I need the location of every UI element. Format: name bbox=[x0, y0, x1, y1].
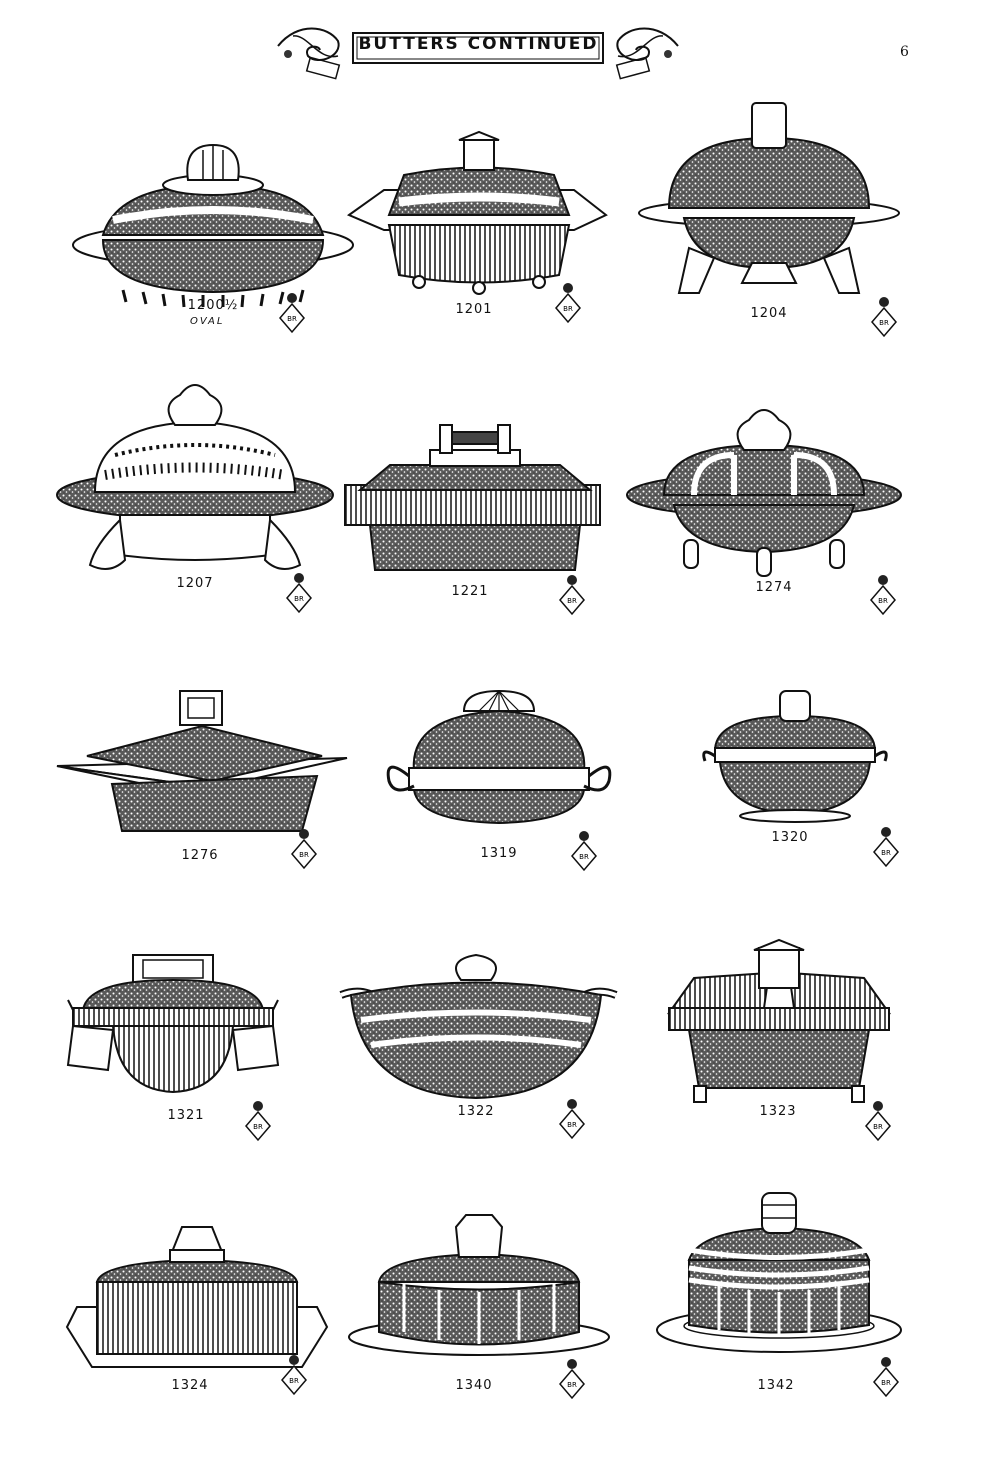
svg-text:BR: BR bbox=[289, 1377, 299, 1385]
page-title: BUTTERS CONTINUED bbox=[358, 34, 599, 54]
catalog-item: 1204 BR bbox=[634, 98, 904, 338]
butter-dish-illustration bbox=[666, 938, 892, 1103]
maker-mark-icon: BR bbox=[279, 293, 305, 334]
catalog-item: 1340 BR bbox=[344, 1212, 624, 1412]
maker-mark-icon: BR bbox=[286, 573, 312, 614]
svg-text:BR: BR bbox=[881, 1379, 891, 1387]
maker-mark-icon: BR bbox=[245, 1101, 271, 1142]
catalog-item: 1342 BR bbox=[654, 1190, 914, 1412]
svg-text:BR: BR bbox=[567, 1381, 577, 1389]
svg-text:BR: BR bbox=[879, 319, 889, 327]
item-number: 1201 bbox=[455, 302, 493, 317]
catalog-item: 1321 BR bbox=[58, 950, 318, 1150]
item-number: 1324 bbox=[171, 1378, 209, 1393]
maker-mark-icon: BR bbox=[291, 829, 317, 870]
item-number: 1274 bbox=[755, 580, 793, 595]
catalog-item: 1324 BR bbox=[62, 1222, 342, 1412]
banner-scroll-ornament bbox=[277, 27, 679, 80]
butter-dish-illustration bbox=[386, 689, 612, 825]
butter-dish-illustration bbox=[348, 1214, 610, 1356]
maker-mark-icon: BR bbox=[871, 297, 897, 338]
catalog-item: 1320 BR bbox=[700, 686, 910, 876]
catalog-item: 1274 BR bbox=[624, 400, 914, 616]
svg-text:BR: BR bbox=[294, 595, 304, 603]
item-number: 1319 bbox=[480, 846, 518, 861]
maker-mark-icon: BR bbox=[559, 575, 585, 616]
item-number: 1340 bbox=[455, 1378, 493, 1393]
svg-text:BR: BR bbox=[287, 315, 297, 323]
item-number: 1320 bbox=[771, 830, 809, 845]
item-note: OVAL bbox=[190, 316, 225, 327]
butter-dish-illustration bbox=[66, 954, 280, 1094]
item-number: 1322 bbox=[457, 1104, 495, 1119]
maker-mark-icon: BR bbox=[559, 1359, 585, 1400]
maker-mark-icon: BR bbox=[873, 1357, 899, 1398]
butter-dish-illustration bbox=[346, 130, 608, 295]
catalog-item: 1319 BR bbox=[384, 686, 614, 876]
svg-text:BR: BR bbox=[873, 1123, 883, 1131]
catalog-item: 1323 BR bbox=[664, 938, 914, 1148]
item-number: 1204 bbox=[750, 306, 788, 321]
butter-dish-illustration bbox=[56, 384, 334, 570]
catalog-item: 1201 BR bbox=[344, 130, 614, 330]
butter-dish-illustration bbox=[72, 143, 354, 308]
svg-text:BR: BR bbox=[579, 853, 589, 861]
svg-text:BR: BR bbox=[567, 1121, 577, 1129]
item-number: 1276 bbox=[181, 848, 219, 863]
butter-dish-illustration bbox=[65, 1226, 329, 1368]
butter-dish-illustration bbox=[344, 424, 601, 571]
catalog-item: 1200½ OVAL BR bbox=[68, 140, 358, 350]
item-number: 1321 bbox=[167, 1108, 205, 1123]
catalog-item: 1276 BR bbox=[52, 686, 352, 876]
svg-text:BR: BR bbox=[881, 849, 891, 857]
catalog-item: 1322 BR bbox=[336, 950, 626, 1150]
maker-mark-icon: BR bbox=[870, 575, 896, 616]
svg-text:BR: BR bbox=[563, 305, 573, 313]
maker-mark-icon: BR bbox=[559, 1099, 585, 1140]
butter-dish-illustration bbox=[638, 102, 900, 294]
maker-mark-icon: BR bbox=[873, 827, 899, 868]
maker-mark-icon: BR bbox=[555, 283, 581, 324]
maker-mark-icon: BR bbox=[281, 1355, 307, 1396]
page-number: 6 bbox=[900, 44, 909, 60]
butter-dish-illustration bbox=[339, 953, 618, 1100]
maker-mark-icon: BR bbox=[865, 1101, 891, 1142]
svg-text:BR: BR bbox=[567, 597, 577, 605]
svg-text:BR: BR bbox=[253, 1123, 263, 1131]
svg-text:BR: BR bbox=[878, 597, 888, 605]
item-number: 1221 bbox=[451, 584, 489, 599]
item-number: 1207 bbox=[176, 576, 214, 591]
item-number: 1200½ bbox=[187, 298, 239, 313]
butter-dish-illustration bbox=[626, 409, 902, 577]
svg-text:BR: BR bbox=[299, 851, 309, 859]
butter-dish-illustration bbox=[56, 690, 348, 832]
item-number: 1323 bbox=[759, 1104, 797, 1119]
butter-dish-illustration bbox=[702, 690, 888, 823]
item-number: 1342 bbox=[757, 1378, 795, 1393]
catalog-item: 1207 BR bbox=[50, 380, 340, 614]
butter-dish-illustration bbox=[656, 1192, 902, 1353]
maker-mark-icon: BR bbox=[571, 831, 597, 872]
catalog-item: 1221 BR bbox=[340, 420, 610, 616]
